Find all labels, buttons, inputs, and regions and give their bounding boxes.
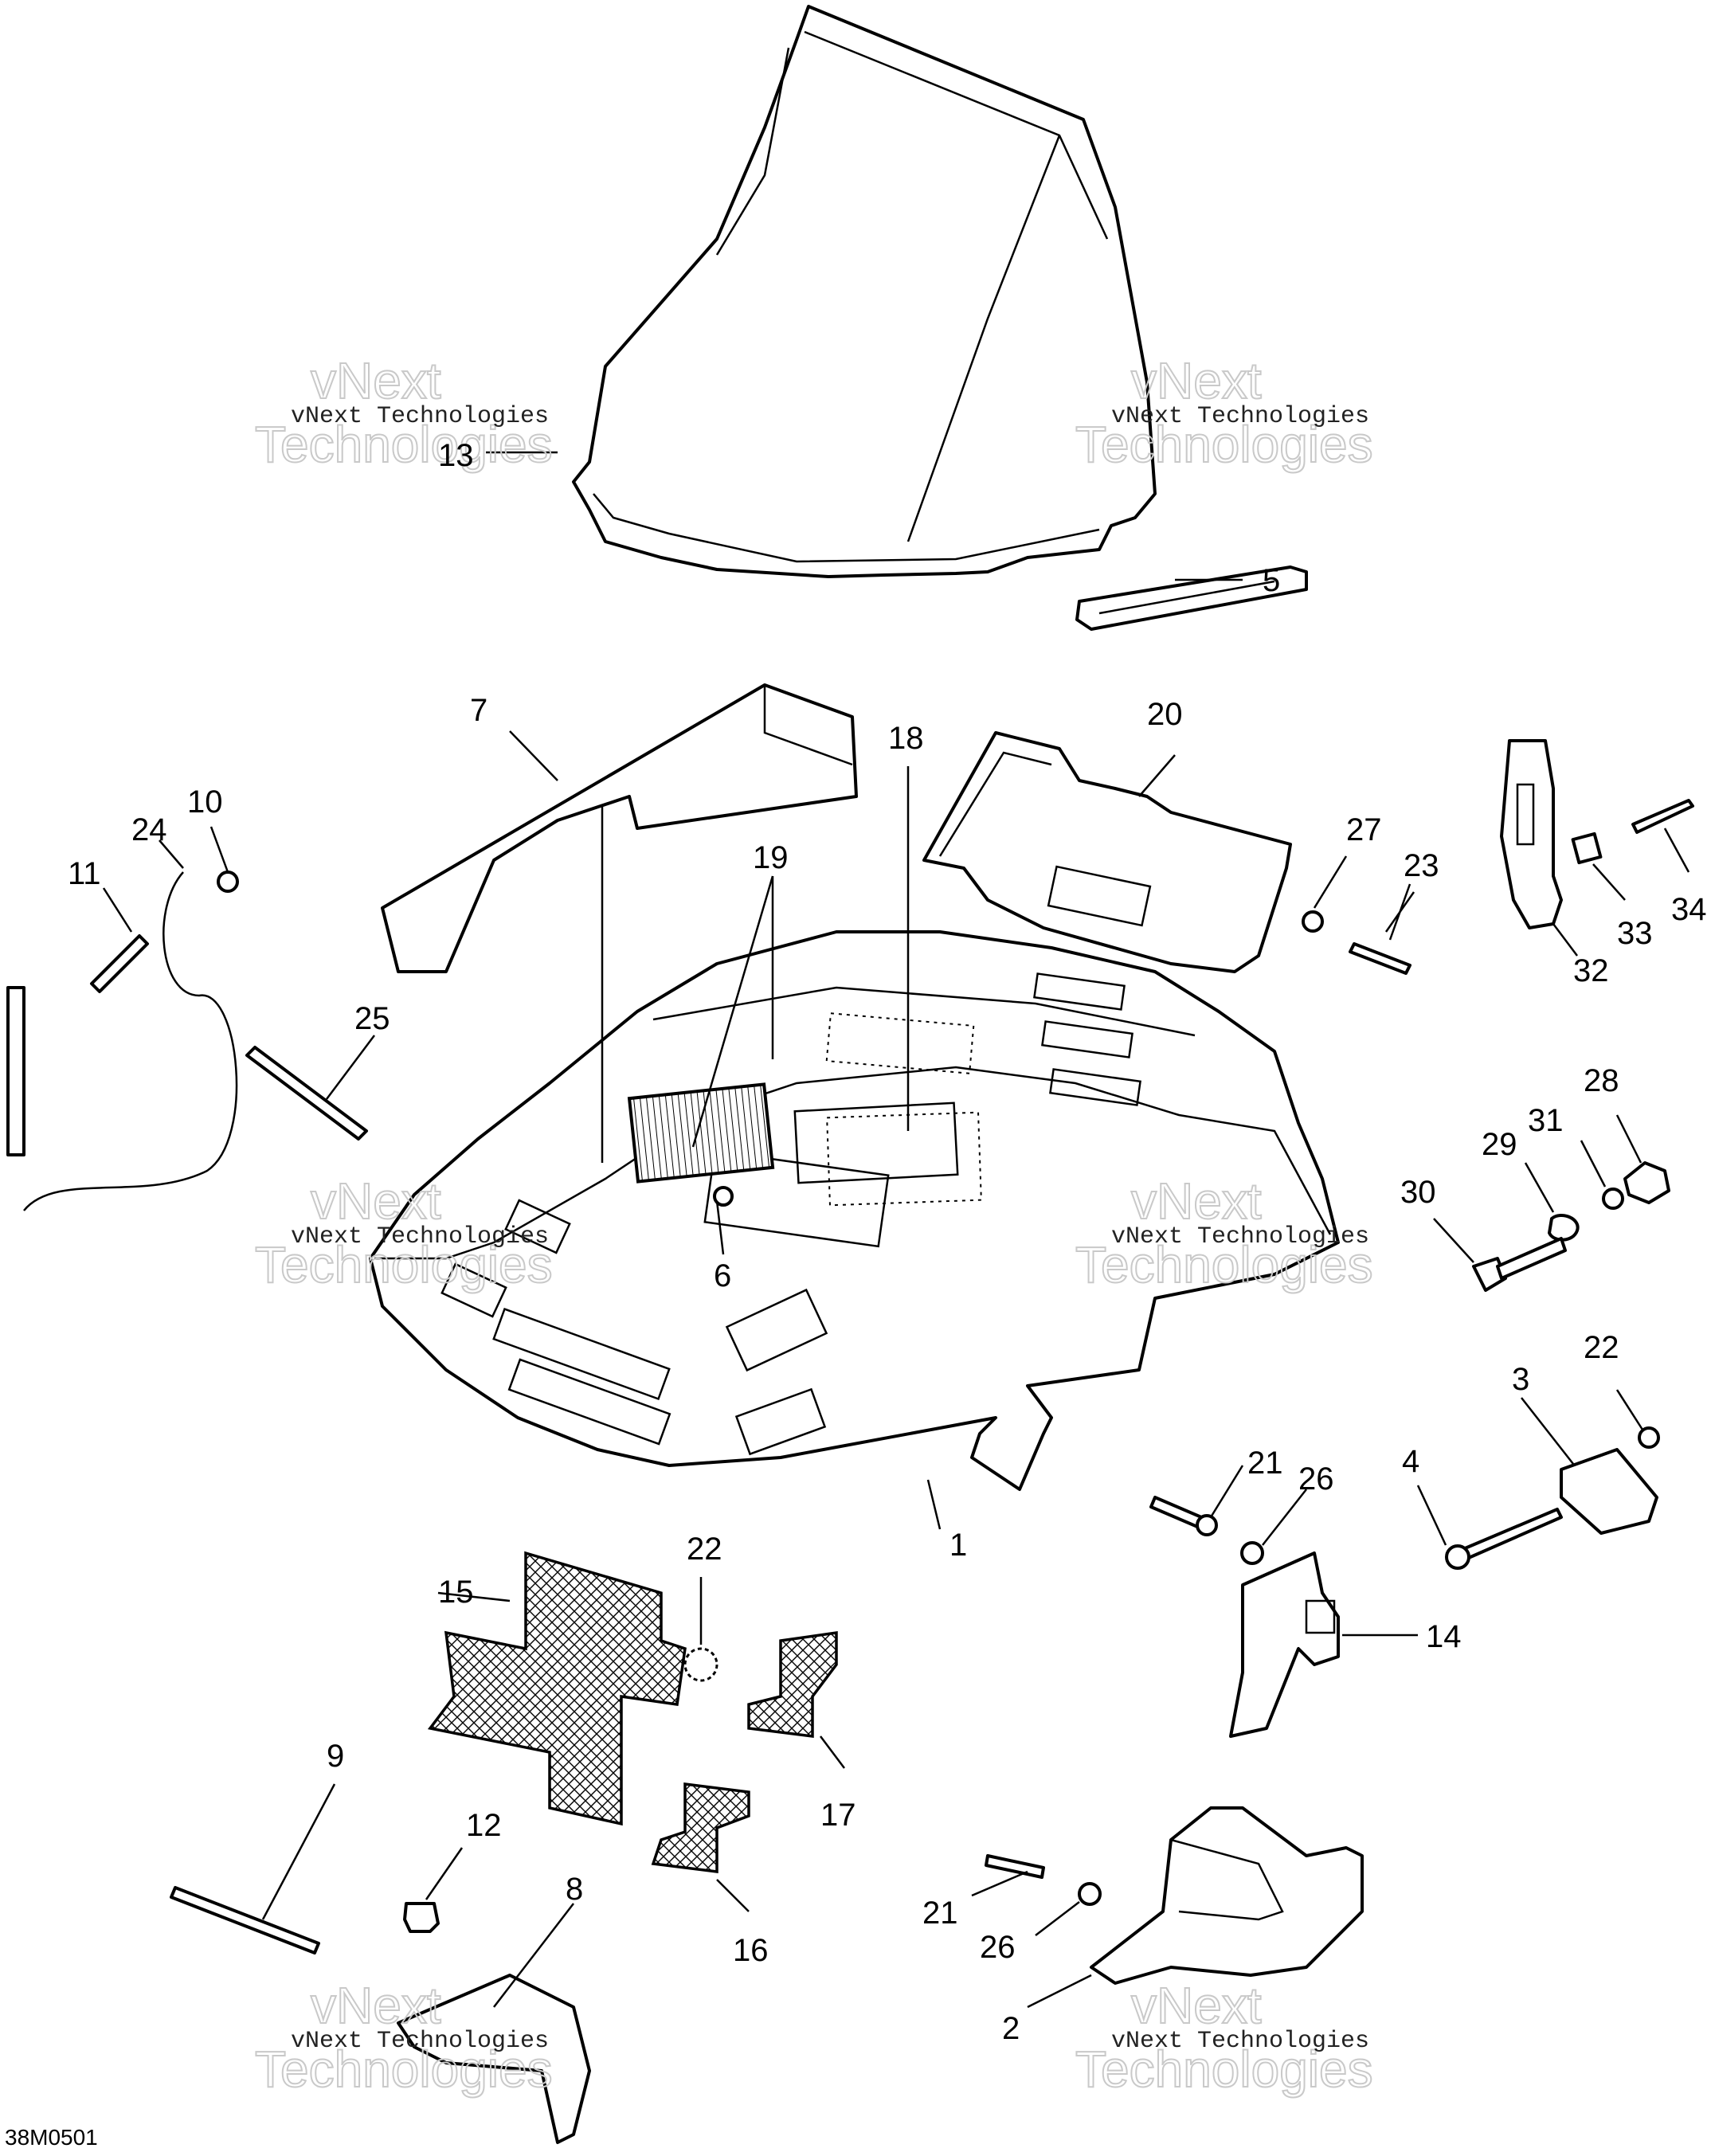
callout-14: 14 (1426, 1619, 1462, 1654)
watermarks: vNext Technologies vNext Technologies vN… (254, 351, 1374, 2099)
svg-text:Technologies: Technologies (255, 416, 553, 473)
callout-18: 18 (888, 721, 924, 756)
callout-4: 4 (1402, 1444, 1419, 1479)
prop-rod-parts (170, 1783, 591, 2144)
svg-text:vNext Technologies: vNext Technologies (1111, 2028, 1369, 2055)
callout-13: 13 (438, 438, 474, 473)
callout-32: 32 (1573, 953, 1609, 988)
callout-16: 16 (733, 1933, 769, 1968)
callout-8: 8 (566, 1872, 583, 1907)
callout-10: 10 (187, 785, 223, 820)
svg-text:Technologies: Technologies (1075, 1236, 1373, 1293)
callout-30: 30 (1400, 1175, 1436, 1210)
svg-text:Technologies: Technologies (1075, 2041, 1373, 2098)
callout-1: 1 (949, 1528, 967, 1563)
reference-code: 38M0501 (5, 2125, 98, 2150)
callout-31: 31 (1528, 1103, 1564, 1138)
callout-7: 7 (470, 693, 487, 728)
callout-21a: 21 (1247, 1446, 1283, 1481)
right-hardware (1302, 739, 1694, 1292)
callout-6: 6 (714, 1258, 731, 1293)
lanyard-parts (6, 826, 375, 1211)
callout-26a: 26 (1298, 1461, 1334, 1497)
leader-lines (486, 451, 1415, 1530)
callout-34: 34 (1671, 892, 1707, 927)
foam-panel (381, 683, 858, 973)
callout-15: 15 (438, 1575, 474, 1610)
callout-9: 9 (327, 1739, 344, 1774)
callout-19: 19 (753, 840, 789, 875)
callout-22b: 22 (1584, 1330, 1619, 1365)
svg-text:vNext Technologies: vNext Technologies (291, 2028, 549, 2055)
svg-text:vNext: vNext (311, 352, 441, 409)
callout-12: 12 (466, 1808, 502, 1843)
svg-text:vNext Technologies: vNext Technologies (1111, 1223, 1369, 1250)
svg-text:vNext: vNext (311, 1172, 441, 1230)
callout-20: 20 (1147, 697, 1183, 732)
callout-24: 24 (131, 812, 167, 847)
dashboard-tray (922, 731, 1292, 973)
callout-labels: 1 2 3 4 5 6 7 8 9 10 11 12 13 14 15 16 1… (5, 438, 1707, 2150)
callout-28: 28 (1584, 1063, 1619, 1098)
callout-23: 23 (1404, 848, 1439, 883)
callout-26b: 26 (980, 1930, 1016, 1965)
svg-text:vNext: vNext (1131, 1977, 1262, 2034)
svg-text:Technologies: Technologies (1075, 416, 1373, 473)
latch-cover (971, 1806, 1364, 2009)
callout-17: 17 (820, 1798, 856, 1833)
callout-25: 25 (354, 1001, 390, 1036)
windshield-bumper (1075, 565, 1308, 631)
svg-text:Technologies: Technologies (255, 2041, 553, 2098)
svg-text:vNext: vNext (1131, 1172, 1262, 1230)
callout-2: 2 (1002, 2011, 1020, 2046)
heat-shields (427, 1551, 845, 1912)
callout-21b: 21 (922, 1896, 958, 1931)
callout-11: 11 (68, 856, 101, 891)
svg-text:vNext: vNext (311, 1977, 441, 2034)
svg-text:vNext Technologies: vNext Technologies (1111, 403, 1369, 430)
callout-5: 5 (1263, 563, 1280, 598)
svg-text:vNext Technologies: vNext Technologies (291, 403, 549, 430)
svg-text:Technologies: Technologies (255, 1236, 553, 1293)
callout-33: 33 (1617, 916, 1653, 951)
svg-text:vNext: vNext (1131, 352, 1262, 409)
svg-text:vNext Technologies: vNext Technologies (291, 1223, 549, 1250)
hood (369, 930, 1340, 1491)
callout-22a: 22 (687, 1532, 722, 1567)
callout-29: 29 (1482, 1127, 1517, 1162)
hinge-parts (1149, 1389, 1660, 1738)
callout-3: 3 (1512, 1362, 1529, 1397)
callout-27: 27 (1346, 812, 1382, 847)
windshield (572, 5, 1157, 578)
